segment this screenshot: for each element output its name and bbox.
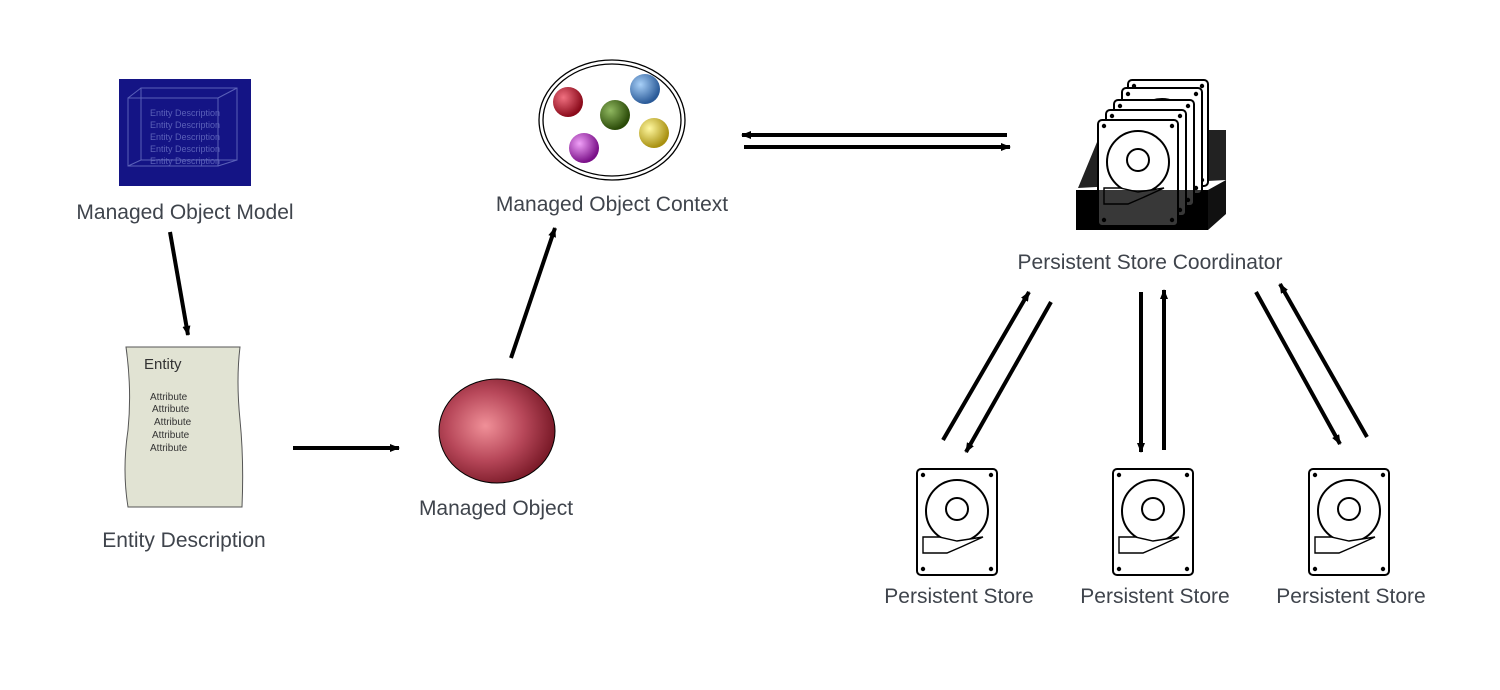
persistent-store-drive-icon	[916, 468, 998, 576]
model-line: Entity Description	[150, 144, 220, 154]
persistent-store-label: Persistent Store	[884, 585, 1033, 608]
persistent-store-drive-icon	[1112, 468, 1194, 576]
context-ball-icon	[569, 133, 599, 163]
arrow-coordinator-to-store1	[964, 301, 1053, 453]
entity-title: Entity	[144, 356, 182, 373]
entity-attribute: Attribute	[152, 430, 190, 441]
context-ball-icon	[553, 87, 583, 117]
entity-description-icon: Entity Attribute Attribute Attribute Att…	[124, 346, 244, 508]
context-ball-icon	[600, 100, 630, 130]
persistent-store-label: Persistent Store	[1276, 585, 1425, 608]
managed-object-model-icon: Entity Description Entity Description En…	[119, 79, 251, 186]
model-line: Entity Description	[150, 132, 220, 142]
persistent-store-coordinator-icon	[1076, 79, 1226, 230]
model-line: Entity Description	[150, 108, 220, 118]
persistent-store-label: Persistent Store	[1080, 585, 1229, 608]
persistent-store-drive-icon	[1308, 468, 1390, 576]
arrow-store3-to-coordinator	[1278, 283, 1369, 438]
managed-object-context-icon	[538, 59, 686, 181]
arrow-store1-to-coordinator	[941, 290, 1031, 442]
arrow-object-to-context	[509, 227, 557, 359]
managed-object-model-label: Managed Object Model	[76, 201, 293, 224]
context-ball-icon	[630, 74, 660, 104]
persistent-store-coordinator-label: Persistent Store Coordinator	[1018, 251, 1283, 274]
entity-attribute: Attribute	[150, 392, 188, 403]
entity-attribute: Attribute	[154, 417, 192, 428]
arrow-coordinator-to-store3	[1254, 291, 1342, 445]
managed-object-context-label: Managed Object Context	[496, 193, 728, 216]
model-line: Entity Description	[150, 156, 220, 166]
managed-object-icon	[438, 378, 556, 484]
entity-attribute: Attribute	[152, 404, 190, 415]
context-ball-icon	[639, 118, 669, 148]
model-line: Entity Description	[150, 120, 220, 130]
managed-object-label: Managed Object	[419, 497, 573, 520]
entity-description-label: Entity Description	[102, 529, 265, 552]
arrow-model-to-entity	[168, 231, 191, 336]
entity-attribute: Attribute	[150, 443, 188, 454]
